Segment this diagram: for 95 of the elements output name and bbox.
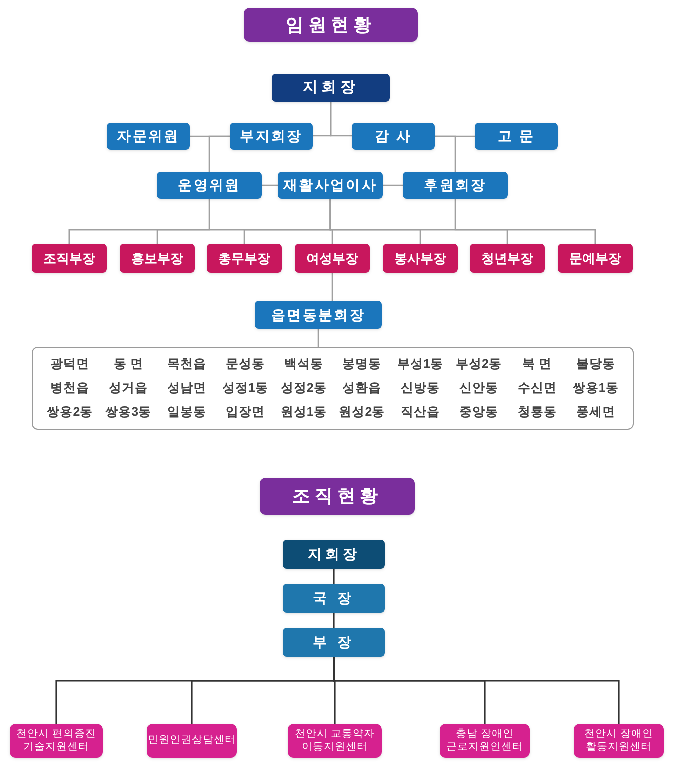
district-name: 청룡동 xyxy=(516,404,558,421)
district-name: 광덕면 xyxy=(50,356,91,374)
box-label: 부지회장 xyxy=(240,127,303,146)
box-label: 후원회장 xyxy=(424,176,487,195)
department-box xyxy=(383,244,458,273)
role-box xyxy=(403,172,508,199)
role-box xyxy=(272,74,390,102)
connector-line xyxy=(383,184,403,186)
box-label: 충남 장애인 근로지원인센터 xyxy=(446,728,524,754)
district-name: 봉명동 xyxy=(342,356,383,374)
district-name: 성정1동 xyxy=(221,380,270,398)
district-name: 일봉동 xyxy=(166,404,208,421)
connector-line xyxy=(333,613,335,628)
center-box xyxy=(147,724,237,758)
box-label: 지회장 xyxy=(302,78,360,98)
center-box xyxy=(10,724,103,758)
role-box xyxy=(107,123,190,150)
role-box xyxy=(352,123,435,150)
connector-line xyxy=(318,329,320,347)
department-box xyxy=(207,244,282,273)
connector-line xyxy=(333,657,620,724)
box-label: 여성부장 xyxy=(306,250,358,268)
box-label: 문예부장 xyxy=(570,250,622,268)
department-box xyxy=(470,244,545,273)
department-box xyxy=(558,244,633,273)
connector-line xyxy=(262,184,278,186)
box-label: 봉사부장 xyxy=(394,250,446,268)
role-box xyxy=(283,628,385,657)
district-name: 성환읍 xyxy=(342,380,383,398)
connector-line xyxy=(435,136,456,172)
district-name: 원성2동 xyxy=(338,404,386,421)
box-label: 고 문 xyxy=(498,127,535,146)
center-box xyxy=(440,724,530,758)
role-box xyxy=(475,123,558,150)
district-name: 성거읍 xyxy=(108,380,150,398)
district-name: 쌍용1동 xyxy=(572,380,620,398)
district-name: 풍세면 xyxy=(575,404,616,421)
district-name: 불당동 xyxy=(575,356,616,374)
role-box xyxy=(230,123,313,150)
box-label: 총무부장 xyxy=(218,250,270,268)
district-name: 문성동 xyxy=(224,356,266,374)
connector-line xyxy=(330,102,352,137)
box-label: 홍보부장 xyxy=(132,250,184,268)
district-name: 직산읍 xyxy=(400,404,442,421)
box-label: 읍면동분회장 xyxy=(271,306,366,324)
center-box xyxy=(574,724,664,758)
district-name: 부성2동 xyxy=(455,356,503,374)
role-box xyxy=(157,172,262,199)
district-name: 병천읍 xyxy=(50,380,91,398)
department-box xyxy=(120,244,195,273)
district-name: 원성1동 xyxy=(280,404,328,421)
district-name: 신방동 xyxy=(400,380,442,398)
connector-line xyxy=(68,199,210,244)
box-label: 민원인권상담센터 xyxy=(148,734,236,748)
department-box xyxy=(295,244,370,273)
box-label: 운영위원 xyxy=(178,176,241,195)
role-box xyxy=(278,172,383,199)
district-name: 부성1동 xyxy=(396,356,445,374)
box-label: 천안시 교통약자 이동지원센터 xyxy=(294,728,376,754)
district-name: 목천읍 xyxy=(166,356,208,374)
district-list-box xyxy=(32,347,634,430)
department-box xyxy=(32,244,107,273)
role-box xyxy=(283,540,385,569)
connector-line xyxy=(332,273,334,301)
box-label: 조직현황 xyxy=(292,485,382,508)
box-label: 부 장 xyxy=(312,633,356,652)
district-name: 중앙동 xyxy=(458,404,500,421)
box-label: 지회장 xyxy=(308,545,360,564)
box-label: 재활사업이사 xyxy=(283,176,378,195)
box-label: 청년부장 xyxy=(482,250,534,268)
box-label: 임원현황 xyxy=(286,14,376,36)
district-name: 동 면 xyxy=(112,356,144,374)
box-label: 천안시 장애인 활동지원센터 xyxy=(584,728,654,754)
connector-line xyxy=(208,136,230,172)
box-label: 천안시 편의증진 기술지원센터 xyxy=(16,728,98,754)
box-label: 국 장 xyxy=(312,589,356,608)
district-name: 성정2동 xyxy=(280,380,328,398)
title-box xyxy=(260,478,415,515)
box-label: 감 사 xyxy=(375,127,412,146)
role-box xyxy=(283,584,385,613)
district-name: 수신면 xyxy=(516,380,558,398)
district-name: 입장면 xyxy=(224,404,266,421)
role-box xyxy=(255,301,382,329)
district-name: 신안동 xyxy=(458,380,500,398)
box-label: 자문위원 xyxy=(117,127,180,146)
connector-line xyxy=(454,199,596,244)
center-box xyxy=(288,724,382,758)
box-label: 조직부장 xyxy=(44,250,96,268)
title-box xyxy=(244,8,418,42)
district-name: 성남면 xyxy=(166,380,208,398)
district-name: 쌍용3동 xyxy=(104,404,153,421)
district-name: 북 면 xyxy=(522,356,554,374)
district-name: 백석동 xyxy=(283,356,324,374)
district-name: 쌍용2동 xyxy=(46,404,94,421)
connector-line xyxy=(333,569,335,584)
